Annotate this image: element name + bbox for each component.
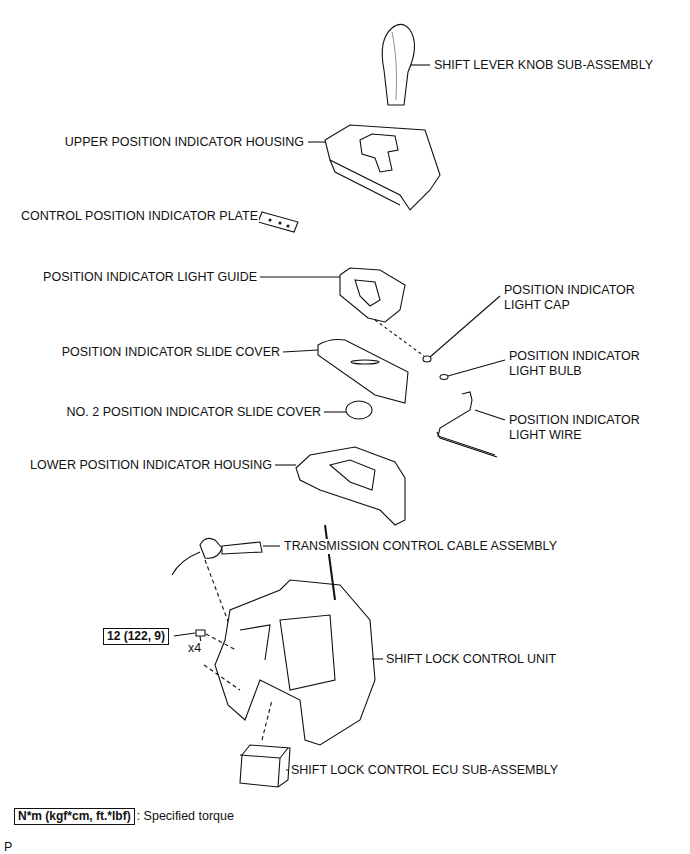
part-name: POSITION INDICATOR LIGHT GUIDE xyxy=(42,270,258,285)
part-name: POSITION INDICATOR SLIDE COVER xyxy=(61,345,281,360)
part-name: SHIFT LOCK CONTROL UNIT xyxy=(385,652,557,667)
torque-box: N*m (kgf*cm, ft.*lbf) xyxy=(14,808,135,825)
part-name: POSITION INDICATOR LIGHT WIRE xyxy=(508,413,660,443)
part-name: UPPER POSITION INDICATOR HOUSING xyxy=(64,135,305,150)
part-name: CONTROL POSITION INDICATOR PLATE xyxy=(20,209,259,224)
legend-text: : Specified torque xyxy=(136,809,235,824)
part-name: POSITION INDICATOR LIGHT BULB xyxy=(508,349,660,379)
part-name: SHIFT LOCK CONTROL ECU SUB-ASSEMBLY xyxy=(290,763,559,778)
quantity-note: x4 xyxy=(187,641,202,656)
torque-box: 12 (122, 9) xyxy=(103,628,169,645)
part-name: POSITION INDICATOR LIGHT CAP xyxy=(503,283,655,313)
part-name: NO. 2 POSITION INDICATOR SLIDE COVER xyxy=(66,405,322,420)
page-mark: P xyxy=(3,840,13,854)
torque-value: N*m (kgf*cm, ft.*lbf) xyxy=(18,809,131,823)
torque-value: 12 (122, 9) xyxy=(107,629,165,643)
part-name: SHIFT LEVER KNOB SUB-ASSEMBLY xyxy=(433,58,654,73)
part-name: LOWER POSITION INDICATOR HOUSING xyxy=(29,458,273,473)
part-name: TRANSMISSION CONTROL CABLE ASSEMBLY xyxy=(283,539,558,554)
